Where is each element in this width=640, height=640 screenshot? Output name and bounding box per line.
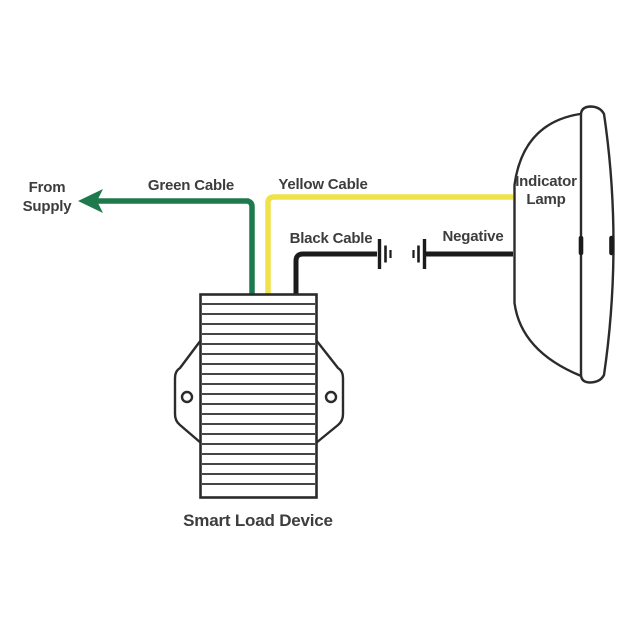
indicator-lamp-label-line1: Indicator (515, 173, 577, 190)
from-supply-label-line1: From (29, 179, 66, 196)
from-supply-label-line2: Supply (23, 198, 73, 215)
smart-load-device (173, 293, 345, 499)
green-cable-line (96, 198, 255, 296)
device-fins (202, 303, 315, 485)
lamp-lens (579, 105, 615, 384)
green-cable-label: Green Cable (148, 177, 234, 194)
yellow-cable-label: Yellow Cable (278, 176, 367, 193)
black-cable-label: Black Cable (290, 230, 373, 247)
cable-connector-female-icon (412, 239, 427, 269)
mounting-hole-right (324, 390, 338, 404)
indicator-lamp (513, 105, 615, 384)
lamp-housing (513, 112, 582, 377)
mounting-hole-left (180, 390, 194, 404)
device-body (199, 293, 318, 499)
smart-load-device-label: Smart Load Device (183, 511, 333, 530)
yellow-cable-line (265, 194, 513, 296)
negative-label: Negative (443, 228, 504, 245)
black-cable-line-left (293, 251, 377, 296)
indicator-lamp-label-line2: Lamp (526, 191, 565, 208)
cable-connector-male-icon (377, 239, 392, 269)
supply-arrowhead-icon (78, 189, 103, 213)
